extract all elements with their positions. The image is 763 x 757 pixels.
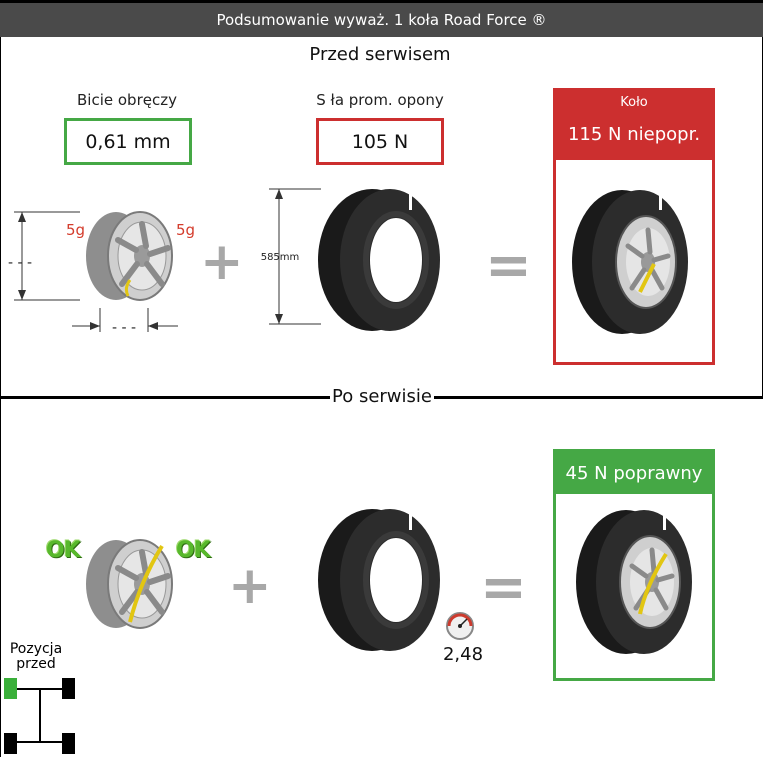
rim-dimension-diagram [14,211,178,332]
rim-icon [86,211,173,301]
tire-dimension-diagram [269,188,321,325]
position-label-line1: Pozycja [9,641,63,657]
equals-sign-after: = [480,555,527,620]
rear-left-wheel [4,733,17,754]
rim-after-icon [86,539,173,629]
rim-ok-right-badge: OK [176,538,211,563]
rear-right-wheel [62,733,75,754]
window-title-bar: Podsumowanie wyważ. 1 koła Road Force ® [0,0,763,37]
equals-sign: = [485,233,532,298]
after-section-title: Po serwisie [330,386,434,407]
tire-force-label: S ła prom. opony [316,91,444,109]
tire-icon [318,189,440,331]
rim-width-placeholder: - - - [111,320,137,336]
front-left-wheel-selected [4,678,17,699]
tire-force-value: 105 N [351,130,409,153]
front-right-wheel [62,678,75,699]
wheel-after-icon [576,510,692,654]
plus-sign: + [200,232,244,292]
wheel-after-result-box: 45 N poprawny [553,449,715,681]
wheel-before-header: Koło 115 N niepopr. [556,91,712,160]
rim-weight-left: 5g [66,221,86,239]
wheel-before-icon [572,190,688,334]
wheel-after-value: 45 N poprawny [565,462,703,484]
wheel-before-value: 115 N niepopr. [567,124,701,145]
wheel-after-header: 45 N poprawny [556,452,712,494]
rim-weight-right: 5g [176,221,196,239]
position-label: Pozycja przed [4,642,68,672]
tire-diameter-label: 585mm [260,252,300,263]
position-label-line2: przed [16,656,56,672]
rim-runout-value-box: 0,61 mm [64,118,192,165]
tire-force-value-box: 105 N [316,118,444,165]
wheel-before-header-label: Koło [620,95,648,110]
tire-after-icon [318,509,440,651]
before-section-title: Przed serwisem [309,44,451,65]
rim-runout-value: 0,61 mm [85,130,171,153]
plus-sign-after: + [228,556,272,616]
wheel-before-result-box: Koło 115 N niepopr. [553,88,715,365]
rim-runout-label: Bicie obręczy [77,91,177,109]
gauge-value: 2,48 [442,644,484,665]
vehicle-position-diagram [4,678,75,754]
window-title: Podsumowanie wyważ. 1 koła Road Force ® [216,11,547,29]
rim-ok-left-badge: OK [46,538,81,563]
gauge-icon [446,612,474,640]
rim-diameter-placeholder: - - - [7,255,33,271]
